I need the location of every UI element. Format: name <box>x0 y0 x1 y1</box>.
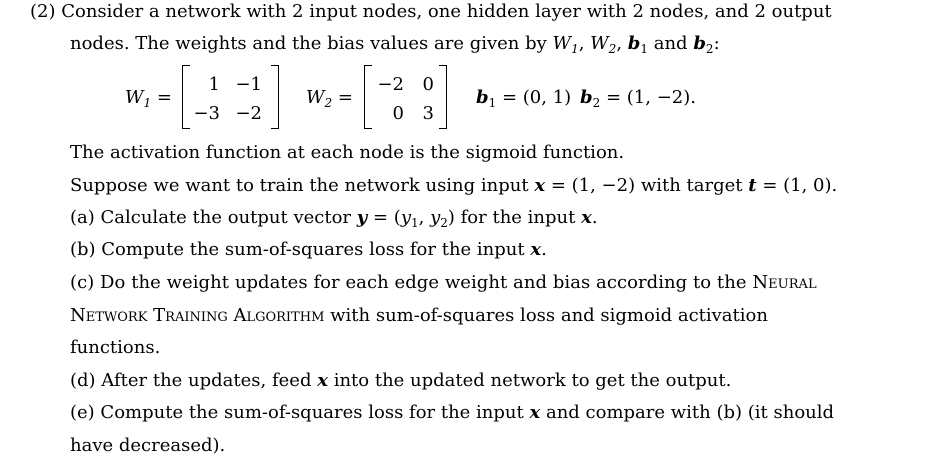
part-a-line: (a) Calculate the output vector y = (y1,… <box>70 207 598 230</box>
w2-matrix: −2 0 0 3 <box>364 65 454 129</box>
part-c-line3: functions. <box>70 337 161 358</box>
w1-equation-label: W1 = <box>125 87 172 110</box>
b1-equation: b1 = (0, 1) <box>476 87 572 110</box>
suppose-line: Suppose we want to train the network usi… <box>70 175 838 196</box>
problem-intro-line2: nodes. The weights and the bias values a… <box>70 33 720 56</box>
w1-cell-11: 1 <box>208 74 220 95</box>
intro-text-2: nodes. The weights and the bias values a… <box>70 33 547 54</box>
w1-symbol: W1 <box>552 33 579 56</box>
activation-line: The activation function at each node is … <box>70 142 625 163</box>
part-d-line: (d) After the updates, feed x into the u… <box>70 370 732 391</box>
part-b-line: (b) Compute the sum-of-squares loss for … <box>70 239 547 260</box>
w1-right-bracket <box>271 65 279 129</box>
b2-symbol: b2 <box>693 33 714 56</box>
w1-matrix: 1 −1 −3 −2 <box>182 65 282 129</box>
w2-left-bracket <box>364 65 372 129</box>
w2-cell-12: 0 <box>422 74 434 95</box>
w1-cell-12: −1 <box>235 74 262 95</box>
problem-intro-line1: (2) Consider a network with 2 input node… <box>30 1 832 23</box>
w2-cell-11: −2 <box>377 74 404 95</box>
w2-cell-22: 3 <box>422 103 434 124</box>
b1-symbol: b1 <box>627 33 648 56</box>
problem-number: (2) <box>30 1 56 22</box>
w2-symbol: W2 <box>590 33 617 56</box>
w1-left-bracket <box>182 65 190 129</box>
w2-cell-21: 0 <box>392 103 404 124</box>
intro-text: Consider a network with 2 input nodes, o… <box>61 1 832 22</box>
b2-equation: b2 = (1, −2). <box>580 87 696 110</box>
part-c-line1: (c) Do the weight updates for each edge … <box>70 272 817 293</box>
part-e-line1: (e) Compute the sum-of-squares loss for … <box>70 402 835 423</box>
part-e-line2: have decreased). <box>70 435 226 456</box>
part-c-line2: Network Training Algorithm with sum-of-s… <box>70 305 768 326</box>
w2-equation-label: W2 = <box>306 87 353 110</box>
w1-cell-22: −2 <box>235 103 262 124</box>
w2-right-bracket <box>439 65 447 129</box>
w1-cell-21: −3 <box>193 103 220 124</box>
and-word: and <box>653 33 688 54</box>
